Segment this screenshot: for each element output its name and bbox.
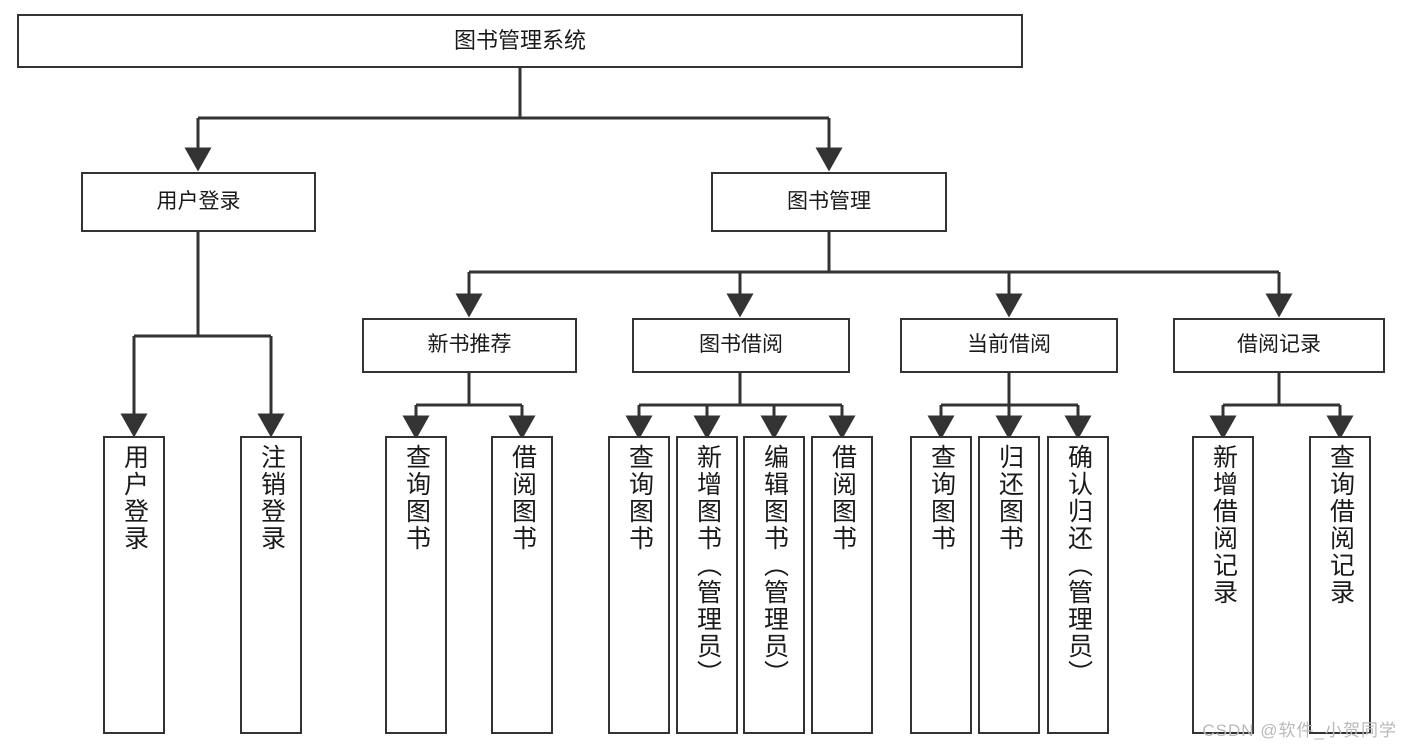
node-leaf-confirm-return[interactable]: 确认归还（管理员） (1047, 436, 1109, 734)
node-leaf-add-book[interactable]: 新增图书（管理员） (676, 436, 738, 734)
node-leaf-query-book-3[interactable]: 查询图书 (910, 436, 972, 734)
node-leaf-user-logout-label: 注销登录 (257, 444, 286, 552)
node-current-borrow-label: 当前借阅 (967, 333, 1051, 357)
node-leaf-borrow-book-2[interactable]: 借阅图书 (811, 436, 873, 734)
node-leaf-return-book-label: 归还图书 (995, 444, 1024, 552)
node-leaf-query-book-1[interactable]: 查询图书 (385, 436, 447, 734)
node-leaf-return-book[interactable]: 归还图书 (978, 436, 1040, 734)
node-user-login-label: 用户登录 (156, 189, 241, 213)
node-leaf-confirm-return-label: 确认归还（管理员） (1064, 444, 1093, 687)
node-leaf-add-record[interactable]: 新增借阅记录 (1192, 436, 1254, 734)
node-book-borrow[interactable]: 图书借阅 (632, 318, 850, 373)
node-leaf-user-login[interactable]: 用户登录 (103, 436, 165, 734)
node-leaf-user-login-label: 用户登录 (120, 444, 149, 552)
node-leaf-add-book-label: 新增图书（管理员） (693, 444, 722, 687)
node-leaf-query-record[interactable]: 查询借阅记录 (1309, 436, 1371, 734)
node-borrow-record[interactable]: 借阅记录 (1173, 318, 1385, 373)
node-borrow-record-label: 借阅记录 (1237, 333, 1321, 357)
node-new-book-recommend-label: 新书推荐 (427, 333, 512, 357)
node-root-label: 图书管理系统 (453, 28, 586, 54)
node-leaf-query-record-label: 查询借阅记录 (1326, 444, 1355, 606)
node-leaf-borrow-book-2-label: 借阅图书 (828, 444, 857, 552)
node-leaf-user-logout[interactable]: 注销登录 (240, 436, 302, 734)
node-leaf-edit-book-label: 编辑图书（管理员） (760, 444, 789, 687)
node-book-management[interactable]: 图书管理 (711, 172, 947, 232)
node-leaf-borrow-book-1-label: 借阅图书 (508, 444, 537, 552)
node-new-book-recommend[interactable]: 新书推荐 (362, 318, 577, 373)
node-leaf-add-record-label: 新增借阅记录 (1209, 444, 1238, 606)
node-current-borrow[interactable]: 当前借阅 (900, 318, 1118, 373)
node-book-borrow-label: 图书借阅 (699, 333, 783, 357)
node-leaf-query-book-2-label: 查询图书 (625, 444, 654, 552)
node-root[interactable]: 图书管理系统 (17, 14, 1023, 68)
node-leaf-edit-book[interactable]: 编辑图书（管理员） (743, 436, 805, 734)
node-leaf-query-book-2[interactable]: 查询图书 (608, 436, 670, 734)
node-leaf-query-book-3-label: 查询图书 (927, 444, 956, 552)
node-user-login[interactable]: 用户登录 (81, 172, 316, 232)
node-leaf-borrow-book-1[interactable]: 借阅图书 (491, 436, 553, 734)
node-book-management-label: 图书管理 (787, 189, 871, 213)
node-leaf-query-book-1-label: 查询图书 (402, 444, 431, 552)
